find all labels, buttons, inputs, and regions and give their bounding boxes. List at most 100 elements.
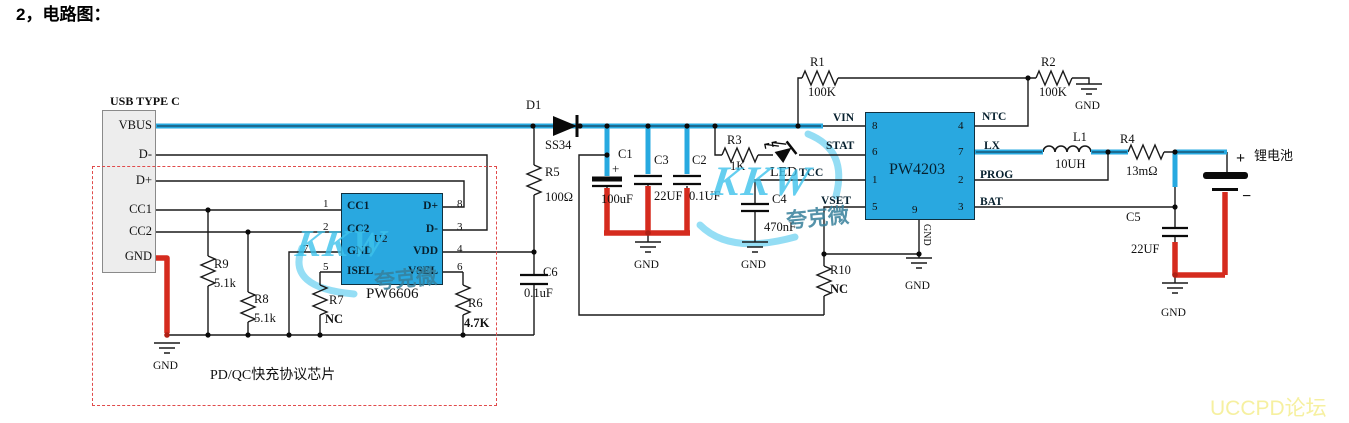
- pw6606-pin-dplus: D+: [423, 200, 438, 212]
- pw6606-pin-vdd: VDD: [413, 245, 438, 257]
- cap-c6: [520, 273, 548, 286]
- usb-pin-cc1: CC1: [129, 202, 152, 216]
- r6-value: 4.7K: [464, 316, 490, 330]
- led-symbol: [764, 140, 798, 164]
- pw4203-pin5-num: 5: [872, 201, 878, 213]
- watermark-swoosh: [295, 130, 843, 298]
- cap-c4: [741, 202, 769, 213]
- gnd-label: GND: [1075, 100, 1100, 112]
- resistor-r3: [721, 146, 759, 164]
- battery-plus-label: +: [1236, 150, 1246, 167]
- r1-ref: R1: [810, 55, 825, 69]
- gnd-label: GND: [1161, 307, 1186, 319]
- usb-pin-dminus: D-: [138, 147, 152, 161]
- r8-ref: R8: [254, 292, 269, 306]
- usb-title: USB TYPE C: [110, 94, 180, 108]
- diode-d1: [553, 115, 579, 137]
- net-tcc: TCC: [799, 167, 824, 179]
- r3-value: 1K: [730, 159, 746, 173]
- watermark-forum: UCCPD论坛: [1210, 397, 1327, 420]
- inductor-l1: [1042, 145, 1092, 153]
- net-lx: LX: [984, 140, 1000, 152]
- r3-ref: R3: [727, 133, 742, 147]
- r7-value: NC: [325, 312, 344, 326]
- pw6606-pin7-num: 7: [303, 243, 309, 255]
- usb-pin-dplus: D+: [135, 173, 152, 187]
- cap-c3: [634, 174, 662, 186]
- junction-dots: [164, 75, 1178, 338]
- c3-ref: C3: [654, 153, 669, 167]
- gnd-label: GND: [634, 259, 659, 271]
- r6-ref: R6: [468, 296, 483, 310]
- r2-value: 100K: [1039, 85, 1067, 99]
- pw6606-pin6-num: 6: [457, 261, 463, 273]
- gnd-symbols: [154, 83, 1188, 354]
- c4-value: 470nF: [764, 220, 796, 234]
- c6-value: 0.1uF: [524, 286, 553, 300]
- gnd-label: GND: [905, 280, 930, 292]
- c1-value: 100uF: [601, 192, 633, 206]
- pw6606-pin-cc2: CC2: [347, 223, 370, 235]
- pw6606-pin2-num: 2: [323, 221, 329, 233]
- cap-c2: [673, 174, 701, 186]
- battery-minus-label: −: [1242, 188, 1252, 205]
- resistor-r4: [1127, 143, 1165, 161]
- usb-pin-gnd: GND: [124, 249, 152, 263]
- r8-value: 5.1k: [254, 311, 276, 325]
- watermark-kkw: KKW: [708, 159, 815, 205]
- d1-ref: D1: [526, 98, 542, 112]
- resistor-r6: [454, 284, 472, 316]
- wires-red: [155, 186, 1228, 333]
- led-ref: LED: [770, 165, 798, 180]
- net-prog: PROG: [980, 169, 1014, 181]
- c2-value: 0.1UF: [689, 189, 721, 203]
- pw6606-pin-gnd: GND: [347, 245, 373, 257]
- c5-value: 22UF: [1131, 242, 1160, 256]
- gnd-label: GND: [153, 360, 178, 372]
- r10-value: NC: [830, 282, 849, 296]
- pw6606-pin-isel: ISEL: [347, 265, 374, 277]
- pw4203-pin6-num: 6: [872, 146, 878, 158]
- pw4203-pin3-num: 3: [958, 201, 964, 213]
- cap-c1: [592, 176, 622, 188]
- pdqc-dashed-box: [92, 166, 497, 406]
- r5-value: 100Ω: [545, 190, 574, 204]
- wires-blue-core: [157, 125, 1224, 153]
- r2-ref: R2: [1041, 55, 1056, 69]
- c3-value: 22UF: [654, 189, 683, 203]
- l1-ref: L1: [1073, 130, 1087, 144]
- watermark-kkw: KKW: [293, 223, 390, 265]
- r9-ref: R9: [214, 257, 229, 271]
- page-title: 2，电路图：: [16, 5, 111, 24]
- l1-value: 10UH: [1055, 157, 1086, 171]
- cap-c5: [1162, 226, 1188, 238]
- net-vin: VIN: [833, 112, 855, 124]
- pw6606-name: PW6606: [366, 286, 419, 302]
- r4-value: 13mΩ: [1126, 164, 1158, 178]
- pw6606-pin-vsel: VSEL: [407, 265, 438, 277]
- pw6606-pin1-num: 1: [323, 198, 329, 210]
- c5-ref: C5: [1126, 210, 1141, 224]
- resistor-r8: [239, 291, 257, 323]
- battery-label: 锂电池: [1254, 148, 1294, 163]
- pw6606-pin-dminus: D-: [425, 223, 438, 235]
- net-bat: BAT: [980, 196, 1003, 208]
- net-vset: VSET: [821, 195, 852, 207]
- pw4203-pin2-num: 2: [958, 174, 964, 186]
- resistor-r1: [801, 69, 839, 87]
- c1-plus: +: [612, 161, 620, 176]
- pw6606-pin-cc1: CC1: [347, 200, 370, 212]
- resistor-r10: [815, 265, 833, 297]
- resistor-r7: [311, 284, 329, 316]
- gnd-label: GND: [741, 259, 766, 271]
- pw4203-pin8-num: 8: [872, 120, 878, 132]
- c4-ref: C4: [772, 192, 787, 206]
- pw6606-refdes: U2: [374, 233, 388, 245]
- pw6606-pin8-num: 8: [457, 198, 463, 210]
- r7-ref: R7: [329, 293, 344, 307]
- usb-connector-box: [102, 110, 156, 273]
- pw4203-name: PW4203: [889, 161, 945, 178]
- resistor-r9: [199, 255, 217, 287]
- c2-ref: C2: [692, 153, 707, 167]
